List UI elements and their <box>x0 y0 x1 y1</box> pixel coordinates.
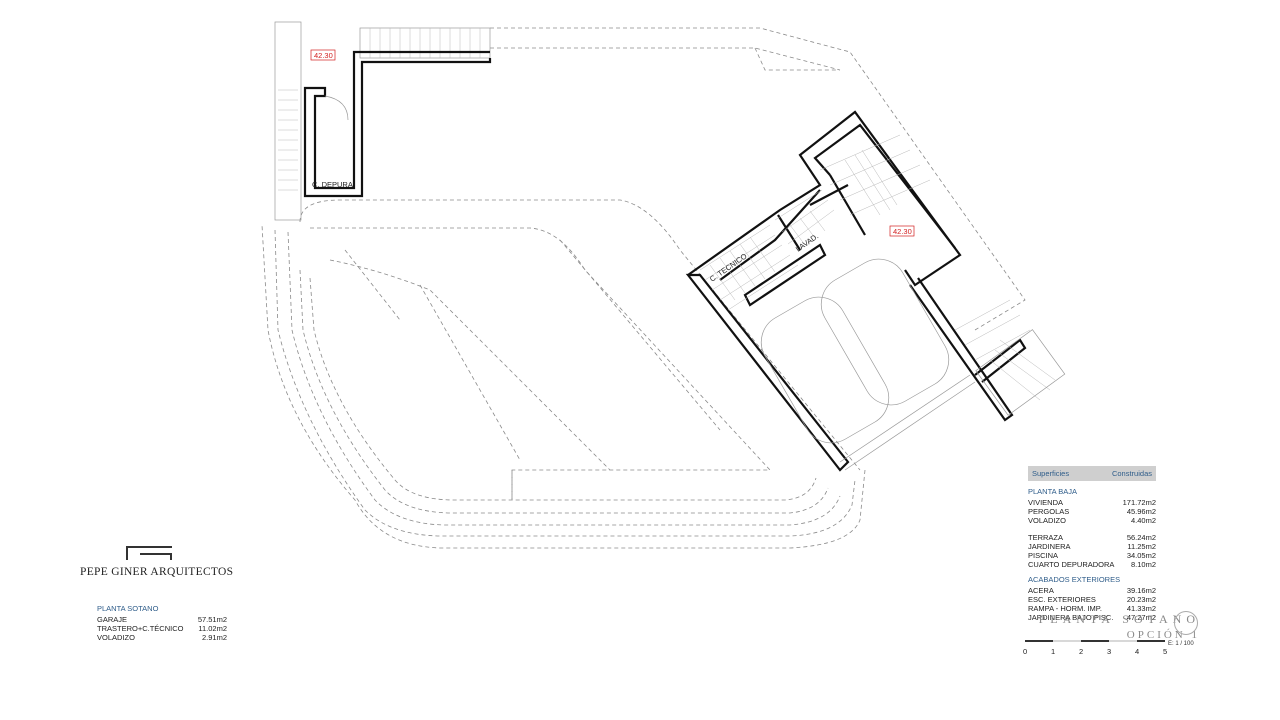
ramp-line-2 <box>287 231 841 526</box>
garage-block <box>685 110 1066 472</box>
sheet-title: PLANTA SOTANO OPCIÓN 1 <box>1010 612 1200 641</box>
pergola-outline <box>299 47 861 471</box>
level-mark-1: 42.30 <box>314 51 333 60</box>
pool-outline <box>310 227 771 500</box>
level-box-2 <box>889 225 915 237</box>
table-row: JARDINERA BAJO PISC.47.27m2 <box>1028 613 1156 622</box>
logo-mark-icon <box>126 546 174 564</box>
ramp-line-1 <box>274 229 856 537</box>
scale-tick-4: 4 <box>1135 647 1139 656</box>
planta-sotano-title: PLANTA SOTANO <box>97 604 159 613</box>
level-mark-2: 42.30 <box>893 227 912 236</box>
table-row: RAMPA - HORM. IMP.41.33m2 <box>1028 604 1156 613</box>
room-label-depura: C. DEPURA <box>312 180 353 189</box>
scale-tick-5: 5 <box>1163 647 1167 656</box>
garden-diagonal <box>329 239 721 471</box>
scale-tick-1: 1 <box>1051 647 1055 656</box>
surfaces-header: Superficies Construidas <box>1028 466 1156 481</box>
scale-label: E: 1 / 100 <box>1168 641 1194 647</box>
brand-name: PEPE GINER ARQUITECTOS <box>80 566 234 578</box>
exterior-stair-left <box>274 21 302 221</box>
exterior-stair-top <box>359 27 491 59</box>
level-box-1 <box>310 49 336 61</box>
scale-tick-3: 3 <box>1107 647 1111 656</box>
surfaces-table: Superficies Construidas PLANTA BAJA VIVI… <box>1028 466 1156 622</box>
ramp-line-4 <box>309 277 817 501</box>
sheet-badge-icon <box>1174 611 1198 635</box>
scale-tick-2: 2 <box>1079 647 1083 656</box>
room-label-lavad: LAVAD. <box>794 232 820 254</box>
door-swing <box>324 95 349 121</box>
sheet-title-main: PLANTA SOTANO <box>1038 612 1200 626</box>
planta-baja-title: PLANTA BAJA <box>1028 487 1078 496</box>
ramp-line-3 <box>299 269 829 514</box>
site-outline <box>261 27 1026 549</box>
scale-bar: 0 1 2 3 4 5 <box>1023 640 1167 656</box>
depura-room-walls <box>303 50 492 198</box>
sheet-option: OPCIÓN 1 <box>1126 629 1200 641</box>
brand-logo: PEPE GINER ARQUITECTOS <box>80 546 233 578</box>
scale-tick-0: 0 <box>1023 647 1027 656</box>
acabados-title: ACABADOS EXTERIORES <box>1028 575 1121 584</box>
